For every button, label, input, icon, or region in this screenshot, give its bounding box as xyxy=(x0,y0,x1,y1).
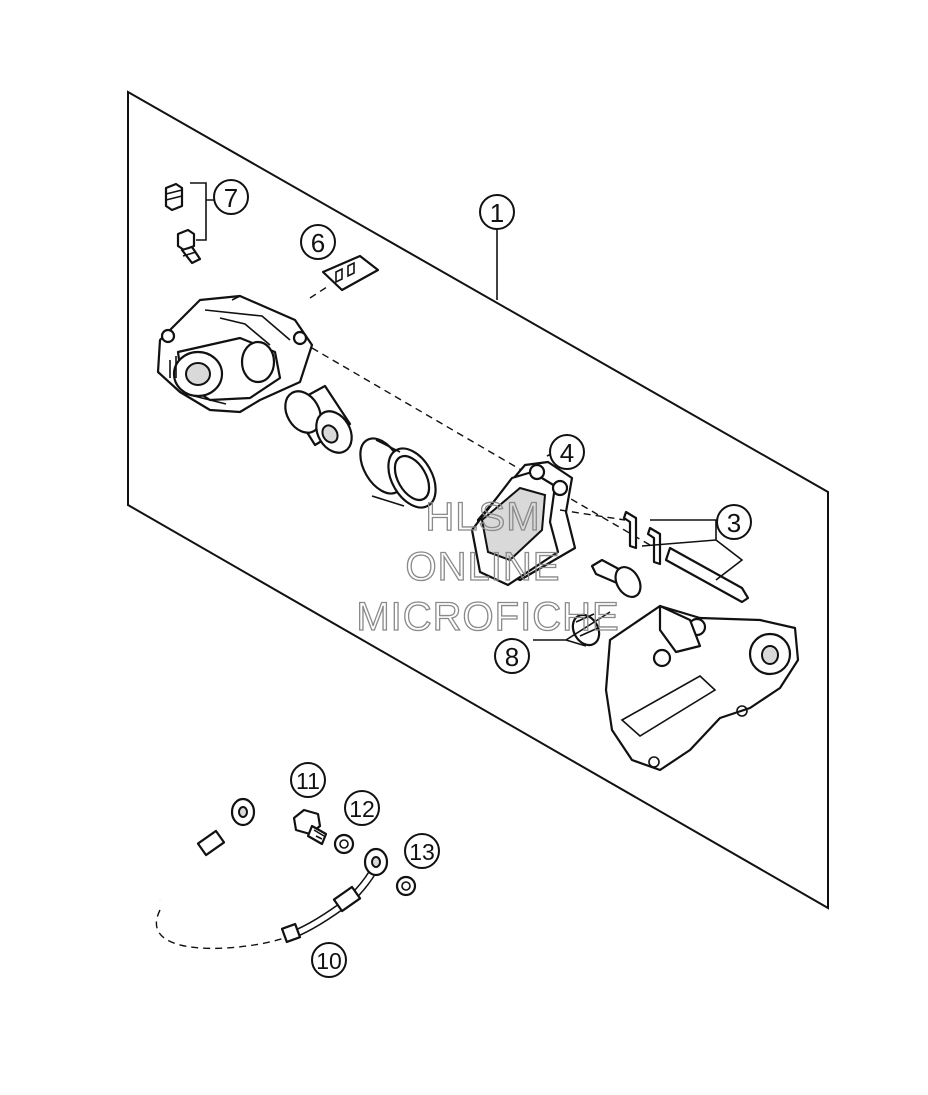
dash-axis xyxy=(311,347,651,546)
pad-pin-and-clips-part xyxy=(622,510,750,604)
piston-part xyxy=(284,384,353,454)
callout-4: 4 xyxy=(549,434,585,470)
svg-text:7: 7 xyxy=(224,183,238,213)
brake-pads-part xyxy=(470,460,577,587)
svg-text:12: 12 xyxy=(349,796,375,822)
brake-hose-part xyxy=(155,797,389,950)
leader-7 xyxy=(190,182,216,241)
bleeder-screw-parts xyxy=(164,182,202,265)
svg-text:11: 11 xyxy=(296,768,320,794)
washer-13-part xyxy=(395,875,417,897)
leader-8 xyxy=(533,611,611,647)
callout-11: 11 xyxy=(290,762,326,798)
svg-text:8: 8 xyxy=(505,642,519,672)
svg-text:3: 3 xyxy=(727,508,741,538)
svg-text:1: 1 xyxy=(490,198,504,228)
svg-text:MICROFICHE: MICROFICHE xyxy=(356,595,619,639)
callout-12: 12 xyxy=(344,790,380,826)
svg-text:10: 10 xyxy=(316,948,342,974)
callout-13: 13 xyxy=(404,833,440,869)
callout-8: 8 xyxy=(494,638,530,674)
callout-7: 7 xyxy=(213,179,249,215)
svg-text:13: 13 xyxy=(409,839,435,865)
dash-pin xyxy=(559,509,626,521)
washer-12-part xyxy=(333,833,355,855)
svg-text:ONLINE: ONLINE xyxy=(406,545,561,589)
svg-text:6: 6 xyxy=(311,228,325,258)
pad-spring-part xyxy=(321,254,380,292)
callout-1: 1 xyxy=(479,194,515,230)
caliper-bracket-part xyxy=(604,604,800,772)
dash-6 xyxy=(309,284,331,299)
leader-3 xyxy=(641,519,744,581)
callout-6: 6 xyxy=(300,224,336,260)
svg-text:4: 4 xyxy=(560,438,574,468)
caliper-body-part xyxy=(156,294,314,414)
piston-seal-part xyxy=(359,437,437,509)
assembly-panel xyxy=(127,90,829,910)
callout-10: 10 xyxy=(311,942,347,978)
svg-text:HLSM: HLSM xyxy=(425,495,540,539)
watermark: HLSM ONLINE MICROFICHE xyxy=(356,494,620,639)
banjo-bolt-part xyxy=(292,808,328,846)
callout-3: 3 xyxy=(716,504,752,540)
